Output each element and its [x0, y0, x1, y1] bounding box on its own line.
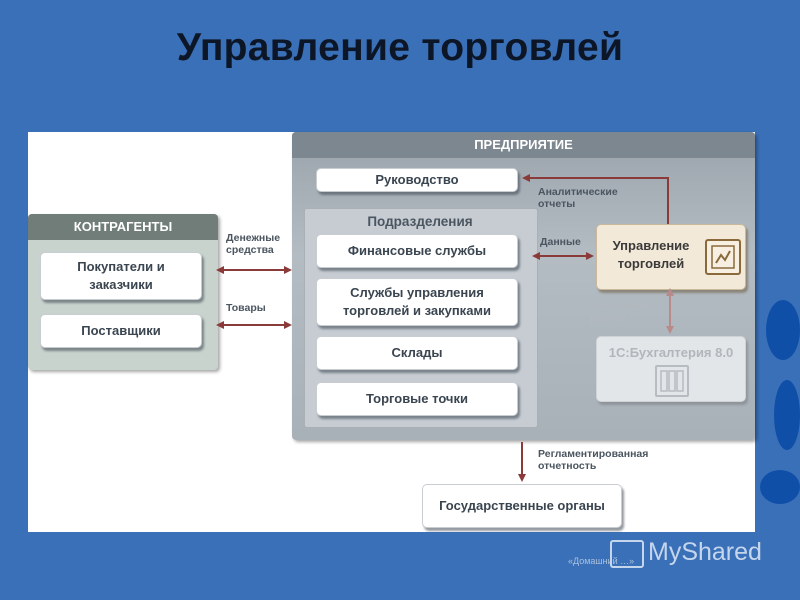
analytics-arrow — [522, 174, 669, 224]
buyers-box: Покупатели и заказчики — [40, 252, 202, 300]
subdivisions-title: Подразделения — [367, 214, 473, 229]
management-box: Руководство — [316, 168, 518, 192]
finance-services-box: Финансовые службы — [316, 234, 518, 268]
trade-management-label: Управление торговлей — [612, 238, 690, 271]
trade-procurement-box: Службы управления торговлей и закупками — [316, 278, 518, 326]
decor-splash — [774, 380, 800, 450]
decor-splash — [760, 470, 800, 504]
government-box: Государственные органы — [422, 484, 622, 528]
joint-work-label: Совместная работа — [590, 300, 654, 324]
warehouses-box: Склады — [316, 336, 518, 370]
binders-icon — [655, 365, 689, 397]
presentation-icon — [610, 540, 644, 568]
flow-arrows — [216, 174, 674, 482]
trade-management-box: Управление торговлей — [596, 224, 746, 290]
accounting-label: 1С:Бухгалтерия 8.0 — [608, 345, 734, 360]
diagram-canvas: ПРЕДПРИЯТИЕ Руководство Подразделения Фи… — [28, 132, 755, 532]
regulated-reporting-label: Регламентированная отчетность — [538, 448, 649, 472]
data-flow-label: Данные — [540, 236, 581, 248]
trade-software-icon — [705, 239, 741, 275]
enterprise-title: ПРЕДПРИЯТИЕ — [292, 132, 755, 158]
goods-flow-label: Товары — [226, 302, 266, 314]
analytics-flow-label: Аналитические отчеты — [538, 186, 618, 210]
decor-splash — [766, 300, 800, 360]
watermark-brand: MyShared — [648, 538, 762, 566]
accounting-box: 1С:Бухгалтерия 8.0 — [596, 336, 746, 402]
suppliers-box: Поставщики — [40, 314, 202, 348]
counterparties-title: КОНТРАГЕНТЫ — [28, 214, 218, 240]
watermark-caption: «Домашний …» — [568, 556, 635, 566]
retail-points-box: Торговые точки — [316, 382, 518, 416]
money-flow-label: Денежные средства — [226, 232, 281, 256]
slide-title: Управление торговлей — [176, 26, 624, 69]
